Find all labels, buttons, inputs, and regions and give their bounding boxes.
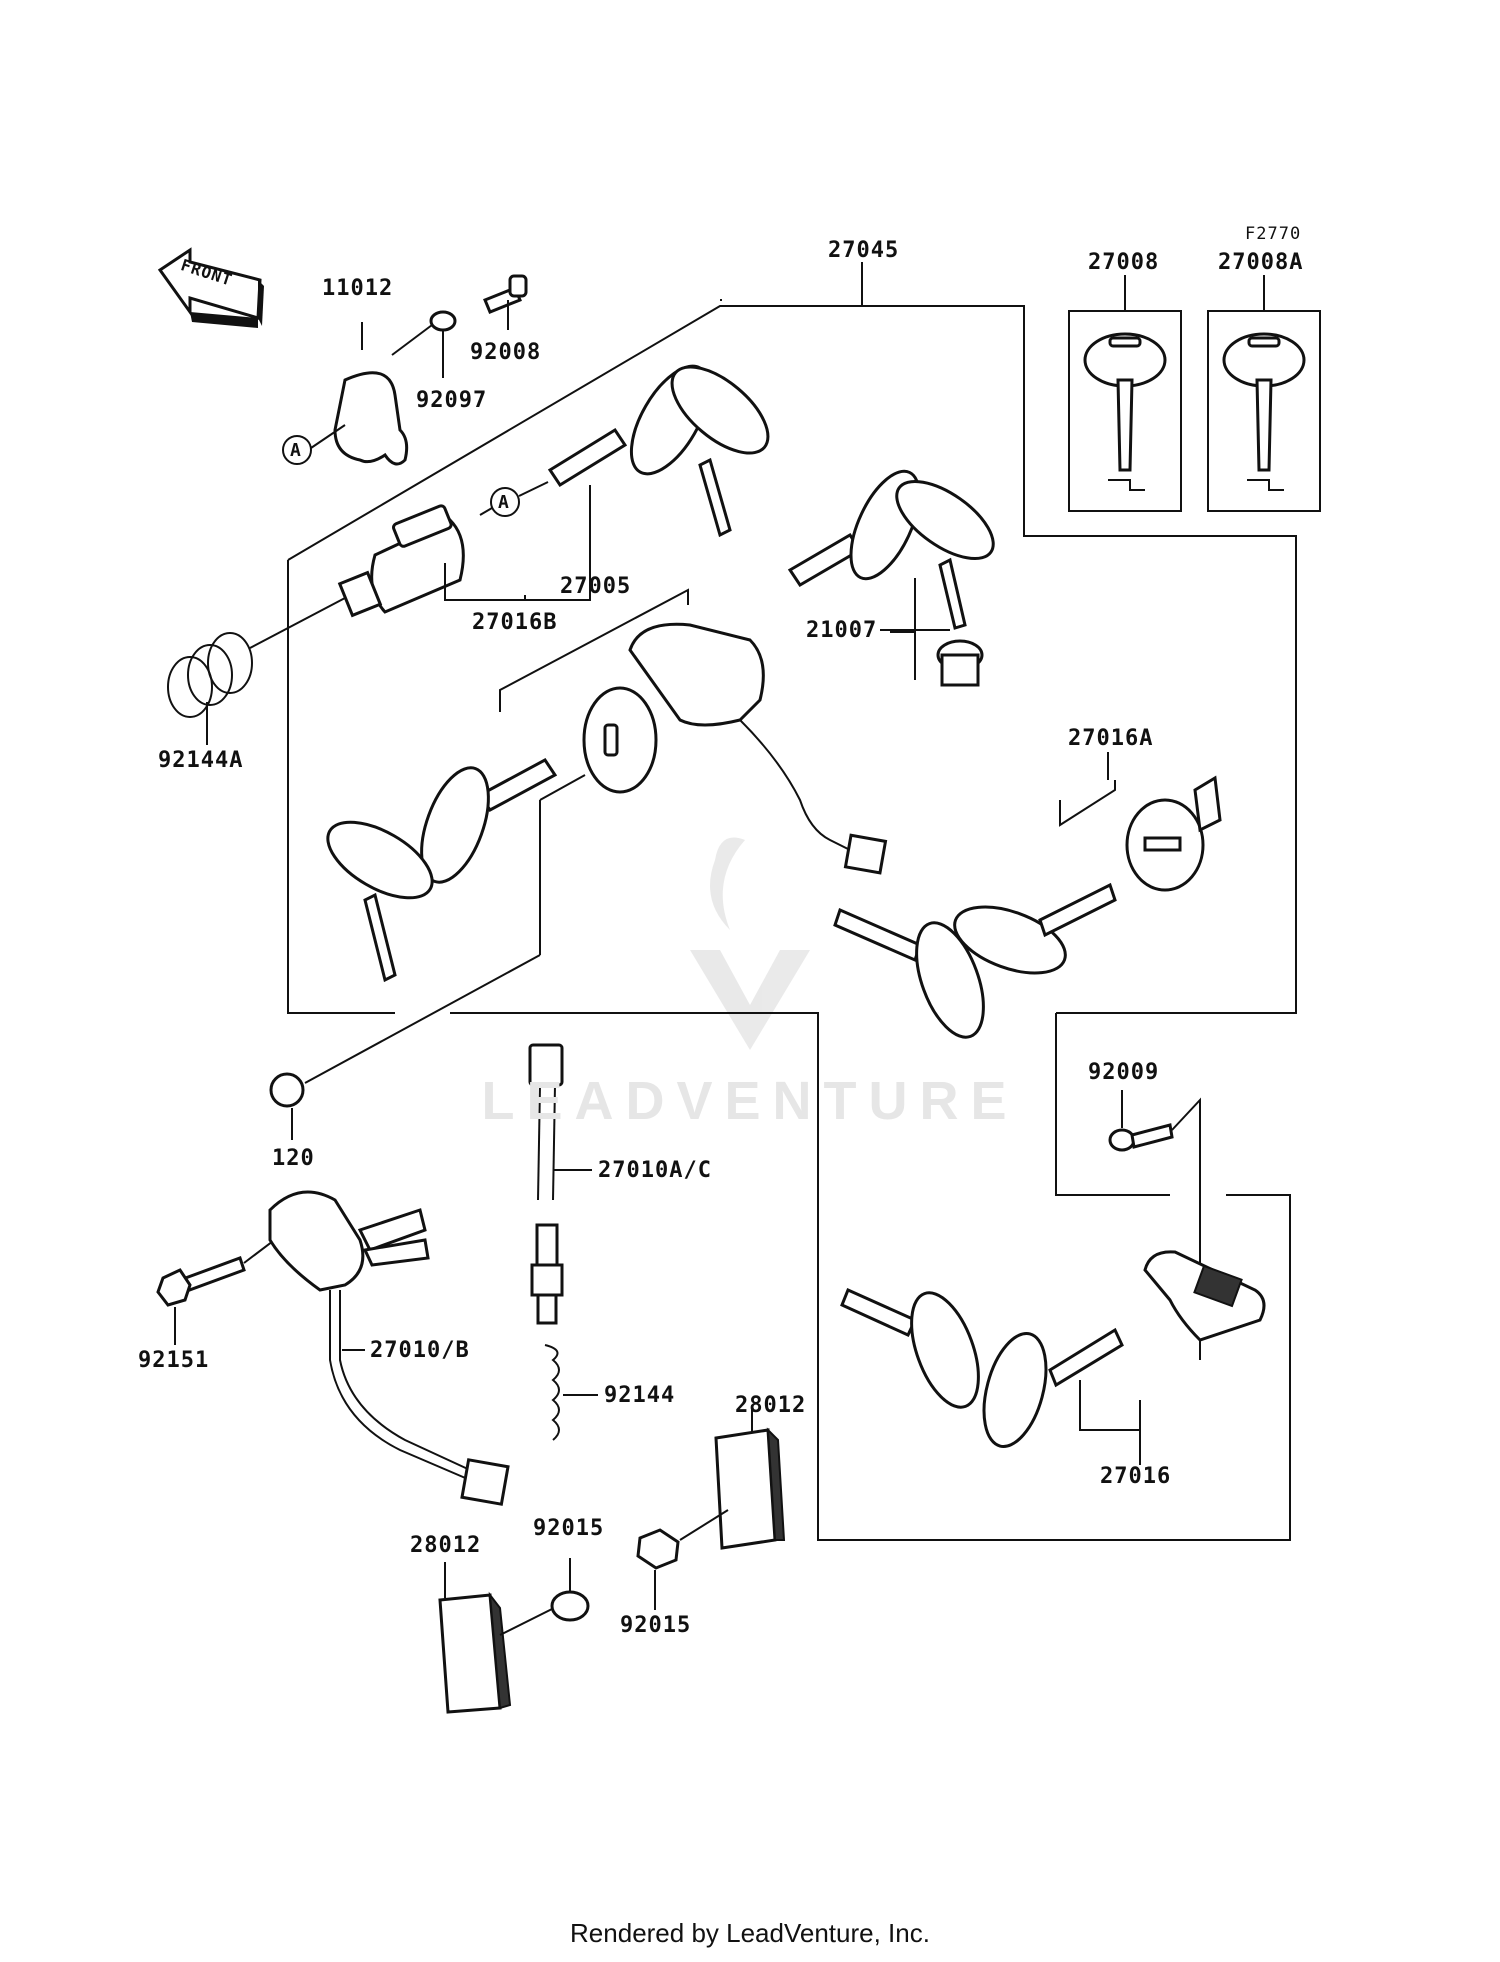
key-pair-27005: [326, 758, 558, 983]
label-92151: 92151: [138, 1348, 210, 1373]
key-pair-27016A: [833, 882, 1117, 1039]
key-pair-27016B: [547, 364, 770, 538]
label-27008: 27008: [1088, 250, 1160, 275]
label-27005: 27005: [560, 574, 632, 599]
lock-27016A: [1059, 775, 1222, 892]
washer-92097: [391, 310, 457, 378]
callout-a-left: A: [290, 440, 302, 461]
label-27045: 27045: [828, 238, 900, 263]
pad-28012-right: [679, 1405, 786, 1550]
label-92144: 92144: [604, 1383, 676, 1408]
spring-92144: [544, 1344, 598, 1441]
label-27010AC: 27010A/C: [598, 1158, 712, 1183]
label-28012-right: 28012: [735, 1393, 807, 1418]
label-27008A: 27008A: [1218, 250, 1304, 275]
bolt-120: [269, 774, 586, 1140]
label-92008: 92008: [470, 340, 542, 365]
front-arrow-icon: [157, 247, 264, 328]
label-21007: 21007: [806, 618, 878, 643]
pad-28012-left: [438, 1562, 561, 1714]
figure-code: F2770: [1245, 224, 1302, 244]
footer-credit: Rendered by LeadVenture, Inc.: [570, 1918, 930, 1948]
watermark-logo: [690, 837, 810, 1050]
bracket-11012: [333, 322, 409, 466]
sensor-27010AC: [528, 1043, 592, 1325]
label-92097: 92097: [416, 388, 488, 413]
label-27016: 27016: [1100, 1464, 1172, 1489]
key-pair-21007: [787, 469, 995, 687]
spring-92144A: [167, 632, 253, 745]
seat-lock-27016: [1143, 1250, 1266, 1342]
label-27010B: 27010/B: [370, 1338, 470, 1363]
label-92144A: 92144A: [158, 748, 244, 773]
label-92015-left: 92015: [533, 1516, 605, 1541]
label-92009: 92009: [1088, 1060, 1160, 1085]
lock-cylinder-27016B: [249, 485, 591, 649]
ignition-switch-27005: [499, 588, 888, 875]
bolt-92151: [156, 1231, 286, 1345]
label-11012: 11012: [322, 276, 394, 301]
watermark-text: LEADVENTURE: [481, 1071, 1019, 1131]
group-outline-27045: [287, 271, 1297, 1541]
nut-92015-right: [636, 1528, 680, 1610]
label-28012-left: 28012: [410, 1533, 482, 1558]
switch-27010B: [268, 1190, 510, 1506]
callout-a-right: A: [498, 492, 510, 513]
key-box-27008: [1068, 275, 1182, 512]
screw-92009: [1108, 1090, 1201, 1360]
label-27016A: 27016A: [1068, 726, 1154, 751]
label-92015-right: 92015: [620, 1613, 692, 1638]
label-27016B: 27016B: [472, 610, 558, 635]
label-120: 120: [272, 1146, 315, 1171]
key-box-27008A: [1207, 275, 1321, 512]
key-pair-27016: [840, 1287, 1141, 1465]
nut-92015-left: [550, 1558, 590, 1622]
bolt-92008: [483, 274, 528, 330]
